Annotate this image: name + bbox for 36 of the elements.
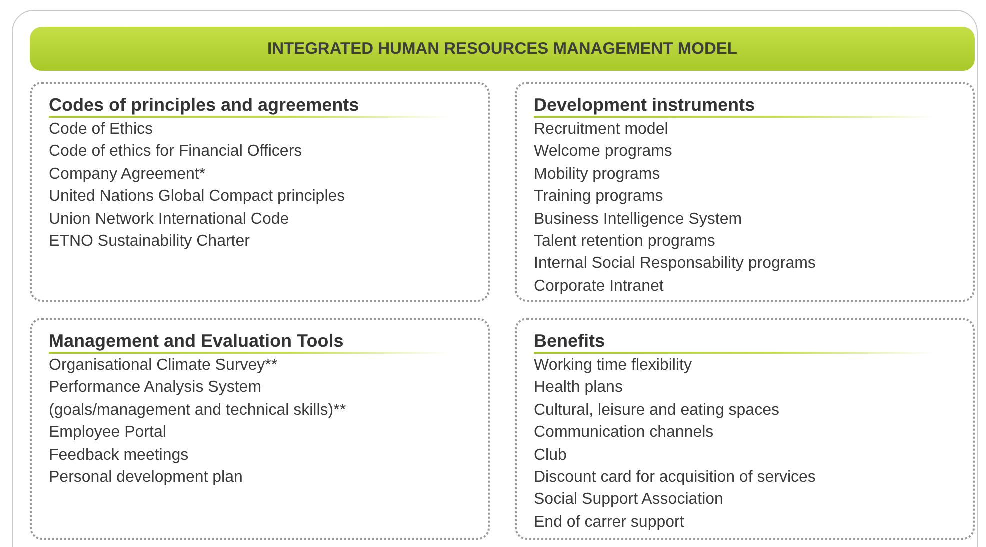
list-item: Recruitment model: [534, 120, 668, 140]
list-item: Code of Ethics: [49, 120, 154, 140]
list-item: Club: [534, 446, 567, 466]
section-heading: Development instruments: [534, 94, 756, 116]
list-item: Training programs: [534, 187, 664, 208]
list-item: Company Agreement*: [49, 164, 206, 185]
section-panel: [515, 82, 975, 302]
list-item: Discount card for acquisition of services: [534, 468, 816, 488]
list-item: Performance Analysis System (goals/management and technical skills)**: [49, 378, 348, 421]
section-heading: Codes of principles and agreements: [49, 94, 360, 116]
section-heading: Management and Evaluation Tools: [49, 330, 344, 352]
list-item: Communication channels: [534, 423, 714, 444]
list-item: Internal Social Responsability programs: [534, 254, 816, 274]
list-item: End of carrer support: [534, 512, 684, 533]
list-item: Feedback meetings: [49, 446, 189, 466]
list-item: Health plans: [534, 378, 623, 398]
list-item: Organisational Climate Survey**: [49, 356, 278, 376]
list-item: Corporate Intranet: [534, 276, 664, 297]
list-item: Mobility programs: [534, 164, 660, 185]
title-banner: INTEGRATED HUMAN RESOURCES MANAGEMENT MODEL: [30, 27, 975, 71]
list-item: Social Support Association: [534, 490, 724, 510]
list-item: Welcome programs: [534, 142, 672, 162]
list-item: Union Network International Code: [49, 210, 290, 230]
list-item: Working time flexibility: [534, 356, 692, 376]
section-panel: [30, 318, 490, 540]
list-item: Business Intelligence System: [534, 210, 742, 230]
list-item: Code of ethics for Financial Officers: [49, 142, 302, 162]
section-heading: Benefits: [534, 330, 606, 352]
list-item: Talent retention programs: [534, 232, 716, 252]
section-panel: [515, 318, 975, 540]
list-item: Personal development plan: [49, 468, 243, 488]
list-item: United Nations Global Compact principles: [49, 187, 346, 208]
list-item: ETNO Sustainability Charter: [49, 232, 250, 252]
section-panel: [30, 82, 490, 302]
list-item: Employee Portal: [49, 423, 166, 444]
list-item: Cultural, leisure and eating spaces: [534, 400, 780, 421]
